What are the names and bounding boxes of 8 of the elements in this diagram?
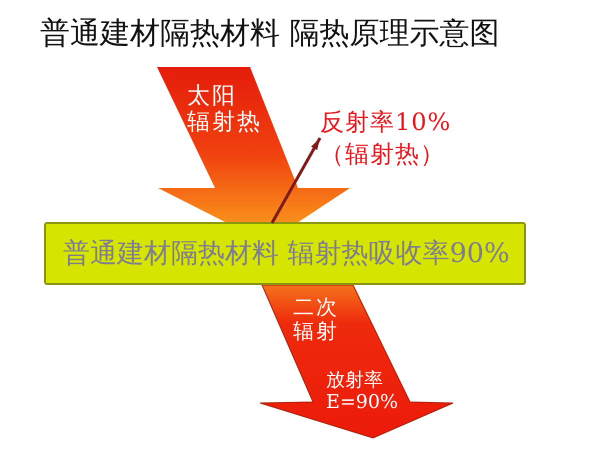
material-band: 普通建材隔热材料 辐射热吸收率90% <box>44 222 526 285</box>
arrow-label: 放射率E=90% <box>326 369 398 413</box>
arrow-label: 太阳辐射热 <box>187 83 262 135</box>
block-arrow <box>260 285 455 440</box>
reflection-arrow <box>270 137 322 224</box>
arrow-label: 二次辐射 <box>293 295 339 343</box>
title: 普通建材隔热材料 隔热原理示意图 <box>40 16 500 52</box>
reflection-label: 反射率10%（辐射热） <box>320 106 452 170</box>
